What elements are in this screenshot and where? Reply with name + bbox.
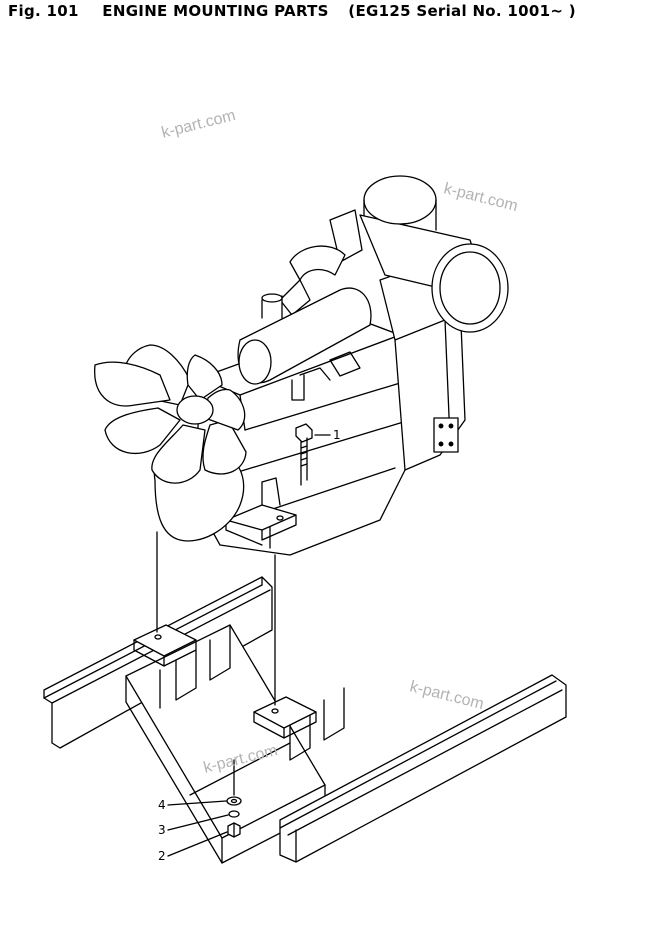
callout-2: 2 (158, 849, 166, 863)
callout-3: 3 (158, 823, 166, 837)
intake-pipe (279, 209, 363, 316)
front-mount-pad (133, 624, 197, 667)
figure-header: Fig. 101 ENGINE MOUNTING PARTS (EG125 Se… (8, 2, 576, 20)
figure-title: ENGINE MOUNTING PARTS (102, 2, 329, 20)
bolt-part-1 (295, 423, 331, 486)
cooling-fan (94, 344, 247, 542)
figure-number: Fig. 101 (8, 2, 79, 20)
model-serial: (EG125 Serial No. 1001~ ) (348, 2, 576, 20)
air-cleaner (359, 175, 509, 333)
right-frame-rail (279, 674, 567, 863)
nut-part-2 (167, 822, 241, 857)
callout-1: 1 (333, 428, 341, 442)
callout-4: 4 (158, 798, 166, 812)
spring-washer-part-3 (167, 810, 240, 831)
alignment-lines (156, 531, 276, 796)
washer-part-4 (167, 796, 242, 806)
muffler (237, 287, 372, 401)
